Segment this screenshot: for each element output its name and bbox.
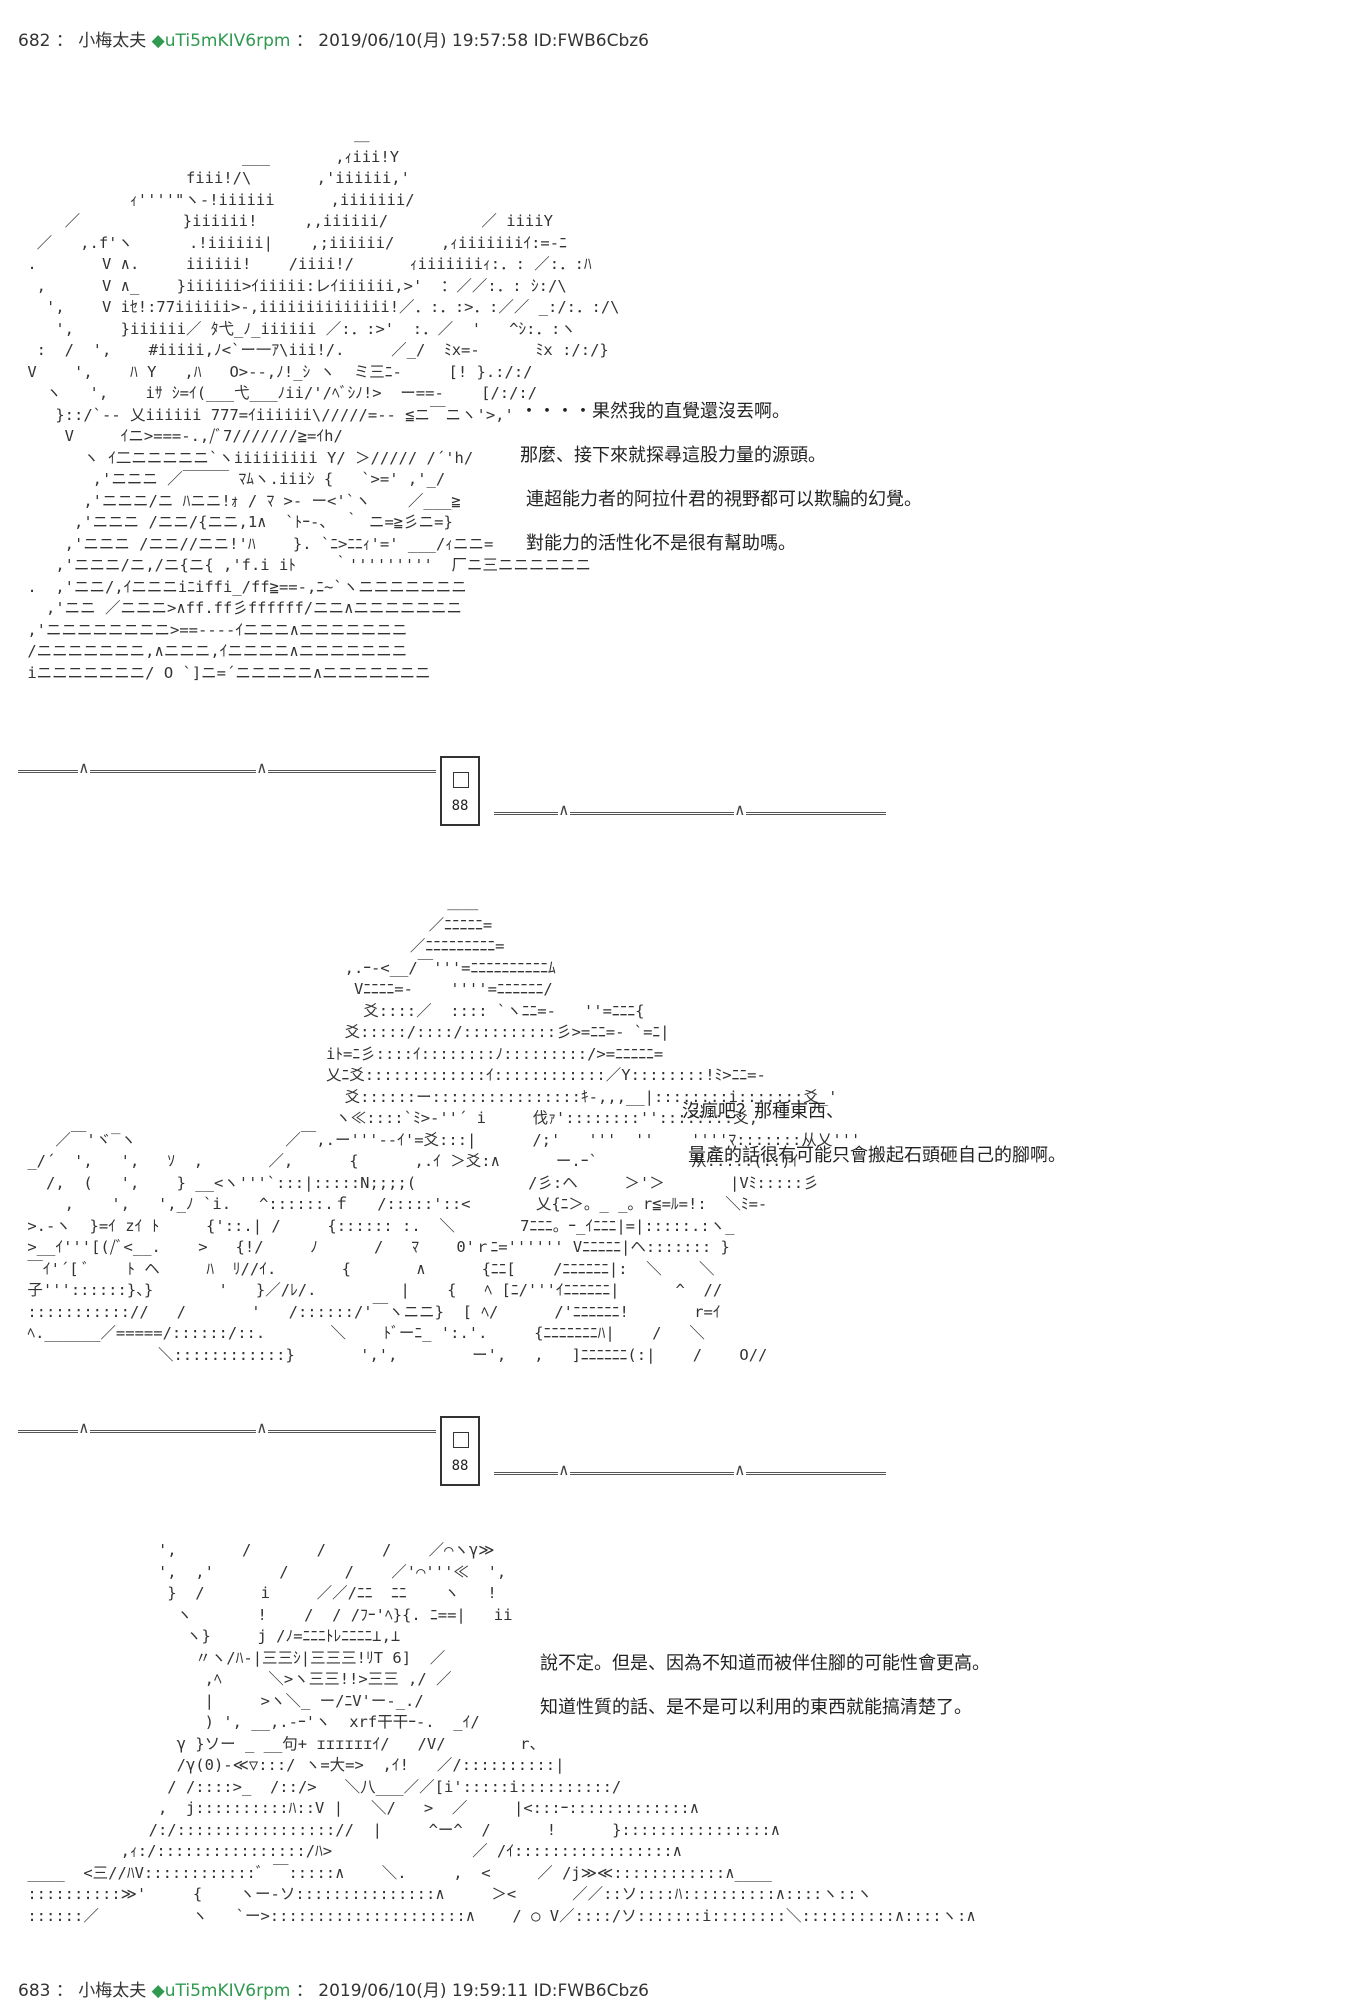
ascii-art-scene-2: ＿＿ ／ﾆﾆﾆﾆﾆ= ／ﾆﾆﾆﾆﾆﾆﾆﾆﾆ= ,.ｰ-<__/￣'''=ﾆﾆﾆﾆ… xyxy=(27,894,861,1364)
section-divider: ∧ ∧ 88 ∧ ∧ xyxy=(0,750,1350,826)
wave-ornament: ∧ xyxy=(256,1418,268,1437)
post-id: ID:FWB6Cbz6 xyxy=(533,31,649,51)
wave-ornament: ∧ xyxy=(734,1460,746,1479)
dialogue-scene-2: 沒瘋吧？那種東西、 量產的話很有可能只會搬起石頭砸自己的腳啊。 xyxy=(682,1090,1066,1178)
divider-rule-left xyxy=(18,770,436,773)
dialogue-line: 對能力的活性化不是很有幫助嗎。 xyxy=(526,533,796,554)
dialogue-line: 知道性質的話、是不是可以利用的東西就能搞清楚了。 xyxy=(540,1697,972,1718)
square-icon xyxy=(453,1432,469,1448)
wave-ornament: ∧ xyxy=(256,758,268,777)
divider-rule-left xyxy=(18,1430,436,1433)
post-number: 683 xyxy=(18,1981,51,2001)
dialogue-scene-3: 說不定。但是、因為不知道而被伴住腳的可能性會更高。 知道性質的話、是不是可以利用… xyxy=(540,1642,990,1730)
post-number: 682 xyxy=(18,31,51,51)
separator: ： xyxy=(55,31,73,51)
badge-88: 88 xyxy=(440,1416,480,1486)
ascii-art-scene-1: ＿ ___ ,ｨiii!Y fiii!/\ ,'iiiiii,' ｨ''''"ヽ… xyxy=(27,126,620,682)
post-datetime: 2019/06/10(月) 19:59:11 xyxy=(318,1981,529,2001)
dialogue-line: 連超能力者的阿拉什君的視野都可以欺騙的幻覺。 xyxy=(526,489,922,510)
diamond-icon: ◆ xyxy=(151,31,165,51)
badge-88: 88 xyxy=(440,756,480,826)
dialogue-line: 說不定。但是、因為不知道而被伴住腳的可能性會更高。 xyxy=(540,1653,990,1674)
wave-ornament: ∧ xyxy=(558,800,570,819)
diamond-icon: ◆ xyxy=(151,1981,165,2001)
separator: ： xyxy=(55,1981,73,2001)
square-icon xyxy=(453,772,469,788)
dialogue-line: 那麼、接下來就探尋這股力量的源頭。 xyxy=(520,445,826,466)
post-header: 682 ： 小梅太夫 ◆uTi5mKIV6rpm ： 2019/06/10(月)… xyxy=(18,30,649,52)
ascii-art-scene-3: ', / / / ／⌒ヽγ≫ ', ,' / / ／'⌒'''≪ ', } / … xyxy=(27,1541,976,1925)
wave-ornament: ∧ xyxy=(734,800,746,819)
section-divider: ∧ ∧ 88 ∧ ∧ xyxy=(0,1410,1350,1486)
trip-code: uTi5mKIV6rpm xyxy=(164,1981,291,2001)
wave-ornament: ∧ xyxy=(558,1460,570,1479)
post-id: ID:FWB6Cbz6 xyxy=(533,1981,649,2001)
separator: ： xyxy=(295,31,313,51)
wave-ornament: ∧ xyxy=(78,1418,90,1437)
poster-name: 小梅太夫 xyxy=(78,31,147,51)
dialogue-line: ・・・・果然我的直覺還沒丟啊。 xyxy=(520,401,790,422)
poster-name: 小梅太夫 xyxy=(78,1981,147,2001)
trip-code: uTi5mKIV6rpm xyxy=(164,31,291,51)
dialogue-line: 量產的話很有可能只會搬起石頭砸自己的腳啊。 xyxy=(688,1145,1066,1166)
dialogue-scene-1: ・・・・果然我的直覺還沒丟啊。 那麼、接下來就探尋這股力量的源頭。 連超能力者的… xyxy=(520,390,922,566)
divider-rule-right xyxy=(494,812,886,815)
dialogue-line: 沒瘋吧？那種東西、 xyxy=(682,1101,844,1122)
separator: ： xyxy=(295,1981,313,2001)
badge-number: 88 xyxy=(451,798,469,814)
post-header: 683 ： 小梅太夫 ◆uTi5mKIV6rpm ： 2019/06/10(月)… xyxy=(18,1980,649,2002)
divider-rule-right xyxy=(494,1472,886,1475)
badge-number: 88 xyxy=(451,1458,469,1474)
wave-ornament: ∧ xyxy=(78,758,90,777)
post-datetime: 2019/06/10(月) 19:57:58 xyxy=(318,31,529,51)
